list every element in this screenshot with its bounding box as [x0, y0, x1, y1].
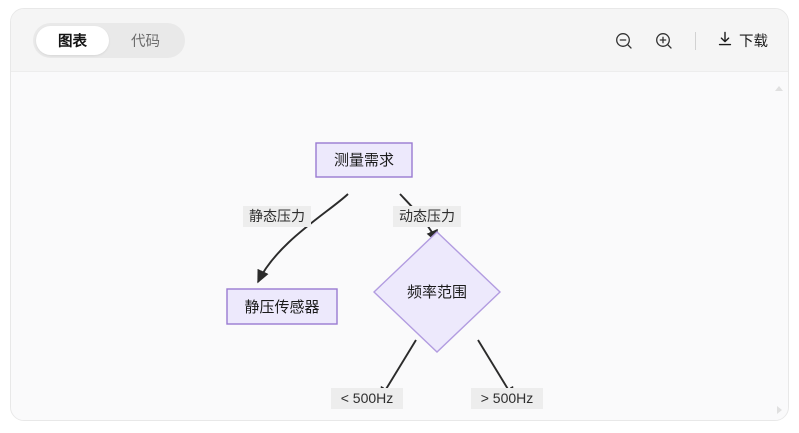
zoom-in-icon[interactable]: [651, 28, 677, 54]
edge-label-dynamic-text: 动态压力: [399, 208, 455, 224]
edge-label-static: 静态压力: [243, 206, 311, 227]
node-freq-range-label: 频率范围: [407, 284, 467, 301]
download-icon: [716, 30, 734, 52]
node-static-sensor-label: 静压传感器: [244, 299, 319, 316]
scroll-up-arrow[interactable]: [775, 86, 783, 91]
node-freq-range[interactable]: 频率范围: [372, 231, 502, 353]
tab-chart[interactable]: 图表: [36, 26, 109, 55]
edge-label-lt500-text: < 500Hz: [341, 390, 394, 406]
tab-chart-label: 图表: [58, 34, 87, 50]
edge-label-static-text: 静态压力: [249, 208, 305, 224]
node-root[interactable]: 测量需求: [315, 142, 413, 178]
edge-label-dynamic: 动态压力: [393, 206, 461, 227]
diagram-canvas[interactable]: 静态压力 动态压力 < 500Hz > 500Hz 测量需求: [11, 72, 788, 420]
header-toolbar: 下载: [611, 9, 770, 72]
download-label: 下载: [739, 34, 768, 50]
tab-code-label: 代码: [131, 34, 160, 50]
scroll-right-arrow[interactable]: [777, 406, 782, 414]
edge-label-gt500-text: > 500Hz: [481, 390, 534, 406]
node-static-sensor[interactable]: 静压传感器: [226, 288, 338, 325]
edge-label-gt500: > 500Hz: [471, 388, 543, 409]
tab-code[interactable]: 代码: [109, 26, 182, 55]
node-root-label: 测量需求: [334, 152, 394, 169]
tab-group: 图表 代码: [33, 23, 185, 58]
download-button[interactable]: 下载: [714, 28, 770, 54]
edge-root-to-static: [257, 193, 349, 284]
edge-label-lt500: < 500Hz: [331, 388, 403, 409]
zoom-out-icon[interactable]: [611, 28, 637, 54]
diagram-card: 图表 代码: [10, 8, 789, 421]
toolbar-divider: [695, 31, 696, 50]
flowchart-svg: 静态压力 动态压力 < 500Hz > 500Hz 测量需求: [226, 142, 543, 409]
card-header: 图表 代码: [11, 9, 788, 72]
